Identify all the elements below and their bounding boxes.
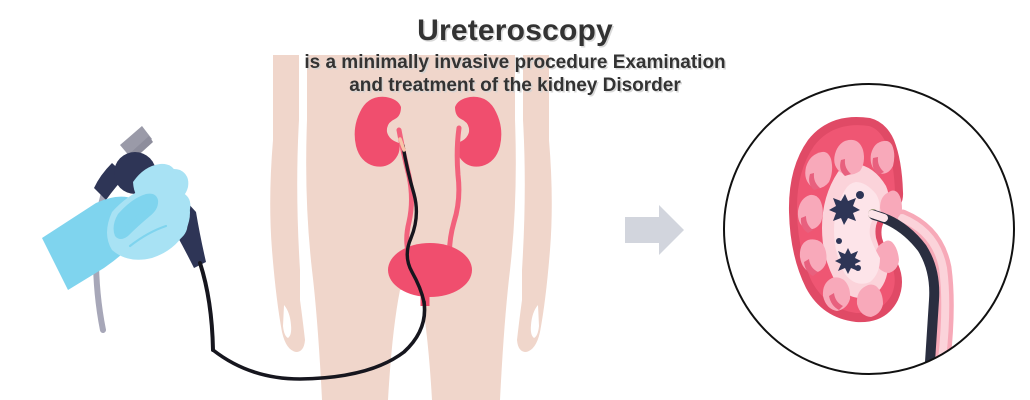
left-hand-thumb-notch: [283, 305, 292, 338]
glove-finger-3: [157, 212, 188, 243]
renal-pyramid: [856, 284, 883, 317]
pointer-arrow-icon: [625, 205, 684, 255]
leg-gap: [405, 300, 417, 400]
pyramid-shadows: [800, 157, 884, 310]
closeup-scope-tip: [868, 210, 888, 222]
right-kidney: [455, 96, 502, 167]
glove-crease-2: [128, 224, 168, 248]
magnifier-circle-frame: [723, 83, 1015, 375]
renal-pyramid: [880, 190, 902, 221]
kidney-stone: [855, 265, 861, 271]
kidney-stone: [835, 248, 861, 274]
left-kidney: [354, 96, 401, 167]
kidney-stone: [836, 238, 842, 244]
endoscope-connector-tube: [120, 126, 152, 158]
pyramid-shadow: [804, 259, 818, 276]
left-arm: [270, 55, 305, 352]
scope-tip-highlight: [398, 137, 406, 152]
scope-tube-in-body: [401, 144, 426, 304]
pyramid-shadow: [829, 293, 843, 310]
pyramid-shadow: [800, 216, 813, 233]
pyramid-shadow: [872, 157, 884, 175]
right-ureter: [447, 125, 462, 265]
renal-pyramid: [822, 277, 851, 311]
pyramid-shadow: [840, 159, 851, 176]
closeup-scope-tube: [869, 210, 940, 367]
scope-tube-external: [211, 300, 427, 381]
renal-pyramid: [874, 240, 899, 273]
glove-crease-1: [118, 204, 158, 232]
kidney-stone: [841, 212, 847, 218]
kidney-stone: [829, 194, 860, 225]
right-hand-thumb-notch: [530, 305, 539, 338]
closeup-ureter-lumen: [898, 214, 950, 364]
scope-flexible-tube: [198, 261, 215, 352]
kidney-stone: [856, 191, 864, 199]
right-arm: [517, 55, 552, 352]
pyramid-shadow: [809, 173, 820, 190]
